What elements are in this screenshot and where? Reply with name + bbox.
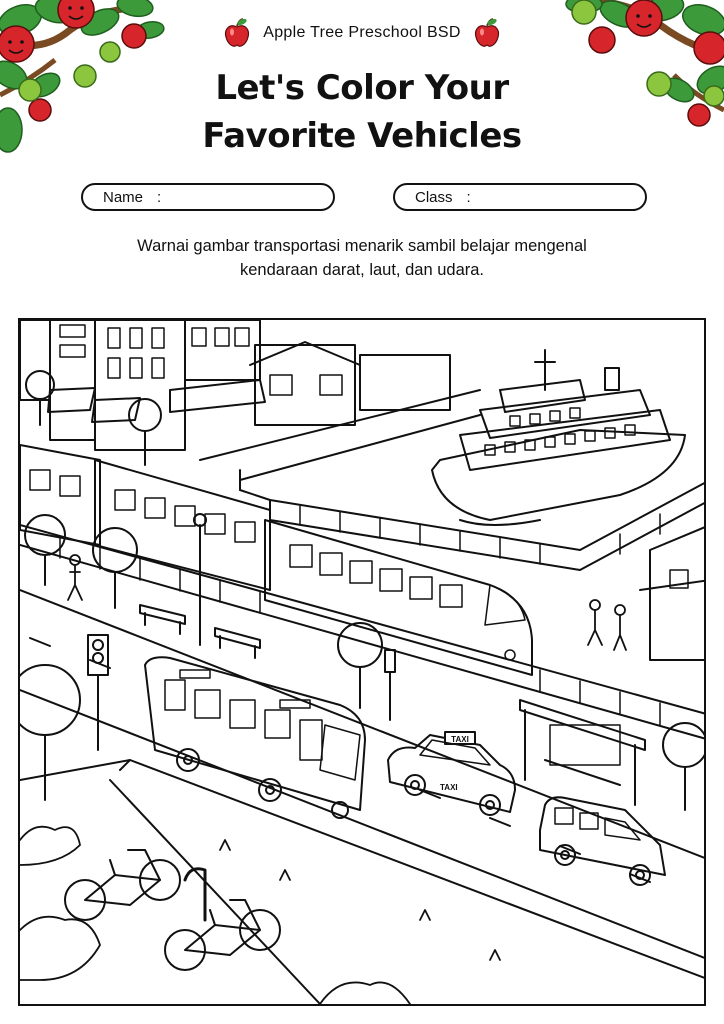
train: [20, 444, 533, 676]
trees: [20, 370, 704, 811]
name-separator: :: [157, 188, 162, 206]
name-field[interactable]: Name :: [81, 183, 335, 211]
van: [539, 796, 666, 886]
station-building: [639, 526, 704, 661]
instruction-line-2: kendaraan darat, laut, dan udara.: [239, 261, 484, 279]
bushes: [20, 825, 501, 1004]
instruction-line-1: Warnai gambar transportasi menarik sambi…: [137, 237, 587, 255]
road: [20, 589, 704, 1004]
bicycles: [64, 849, 281, 971]
taxi: TAXI TAXI: [387, 731, 516, 816]
instruction-text: Warnai gambar transportasi menarik sambi…: [62, 234, 662, 282]
page-title: Let's Color Your Favorite Vehicles: [0, 64, 724, 160]
name-label: Name: [103, 188, 144, 206]
apple-icon: [474, 18, 499, 47]
class-separator: :: [466, 188, 471, 206]
bus-stop: [519, 699, 646, 806]
school-name: Apple Tree Preschool BSD: [263, 24, 461, 41]
taxi-sign-label: TAXI: [451, 735, 469, 744]
taxi-door-label: TAXI: [440, 783, 458, 792]
apple-tree-decoration-right: [565, 0, 724, 127]
title-line-1: Let's Color Your: [215, 68, 509, 108]
harbor-pier: [199, 389, 704, 571]
class-field[interactable]: Class :: [393, 183, 647, 211]
railway-tracks: [20, 524, 704, 740]
coloring-illustration: TAXI TAXI: [18, 318, 706, 1006]
street-furniture: [87, 513, 396, 751]
title-line-2: Favorite Vehicles: [202, 116, 522, 156]
pedestrians: [67, 554, 627, 651]
city-buildings: [20, 320, 451, 451]
ferry-boat: [431, 349, 686, 526]
apple-tree-decoration-left: [0, 0, 165, 153]
school-header: Apple Tree Preschool BSD: [0, 18, 724, 48]
city-bus: [144, 656, 366, 819]
class-label: Class: [415, 188, 453, 206]
apple-icon: [225, 18, 250, 47]
